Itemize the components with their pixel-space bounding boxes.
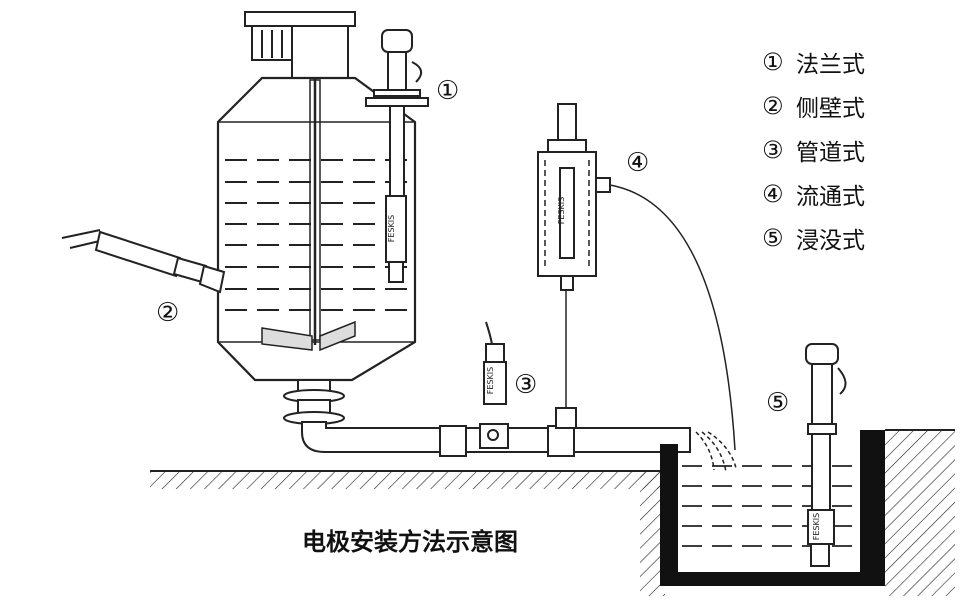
- legend-label: 侧壁式: [796, 96, 865, 122]
- tank-outlet-flange: [283, 379, 345, 425]
- flow-cell-brand: FESKIS: [557, 196, 567, 225]
- legend-item: ② 侧壁式: [762, 84, 952, 128]
- legend-item: ③ 管道式: [762, 128, 952, 172]
- legend-label: 流通式: [796, 184, 865, 210]
- legend-item: ④ 流通式: [762, 172, 952, 216]
- immersion-sensor: [805, 343, 847, 567]
- legend: ① 法兰式 ② 侧壁式 ③ 管道式 ④ 流通式 ⑤ 浸没式: [762, 40, 952, 260]
- legend-label: 管道式: [796, 140, 865, 166]
- open-pool: [660, 430, 885, 586]
- marker-5: ⑤: [766, 388, 790, 418]
- pipe-sensor: [479, 321, 509, 449]
- legend-item: ① 法兰式: [762, 40, 952, 84]
- diagram-caption: 电极安装方法示意图: [302, 528, 518, 556]
- marker-3: ③: [514, 370, 538, 400]
- flow-cell: [537, 103, 736, 451]
- legend-item: ⑤ 浸没式: [762, 216, 952, 260]
- flange-sensor: [365, 29, 429, 283]
- pipe-sensor-brand: FESKIS: [486, 366, 496, 395]
- marker-4: ④: [626, 148, 650, 178]
- legend-label: 法兰式: [796, 52, 865, 78]
- agitator-motor: [244, 11, 356, 79]
- marker-2: ②: [156, 298, 180, 328]
- immersion-sensor-brand: FESKIS: [812, 512, 822, 541]
- flange-sensor-brand: FESKIS: [387, 214, 397, 243]
- marker-1: ①: [436, 76, 460, 106]
- side-wall-sensor: [61, 229, 226, 294]
- legend-label: 浸没式: [796, 228, 865, 254]
